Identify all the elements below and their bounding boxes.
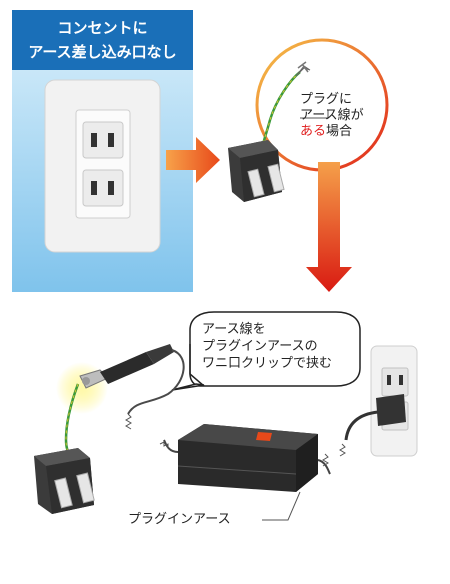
plug-top [228,140,285,202]
panel-title-line-1: コンセントに [57,19,148,37]
device-label-leader [262,491,301,521]
clip-cable [127,349,185,415]
plug-bottom [34,448,95,514]
down-arrow [306,162,352,292]
bubble-line-2: プラグインアースの [202,339,318,354]
circle-label-line-3: ある場合 [300,124,364,140]
circle-label-line-2: アース線が [300,108,364,123]
right-arrow [166,137,220,183]
device-label: プラグインアース [128,512,231,527]
wall-outlet-right [370,345,418,457]
circle-label-line-1: プラグに [300,92,353,107]
wall-outlet-plate [44,79,161,253]
plug-in-earth-device [177,424,318,492]
bubble-line-3: ワニ口クリップで挟む [202,356,333,371]
circle-label-rest: 場合 [326,124,353,139]
speech-bubble-text: アース線を プラグインアースの ワニ口クリップで挟む [202,321,332,372]
panel-title: コンセントに アース差し込み口なし [12,10,193,70]
circle-label: プラグに アース線が ある場合 [300,92,364,140]
circle-label-emphasis: ある [300,124,327,139]
panel-title-line-2: アース差し込み口なし [28,43,177,61]
alligator-clip [79,344,174,389]
wall-plug-cable [344,410,379,441]
bubble-line-1: アース線を [202,322,266,337]
